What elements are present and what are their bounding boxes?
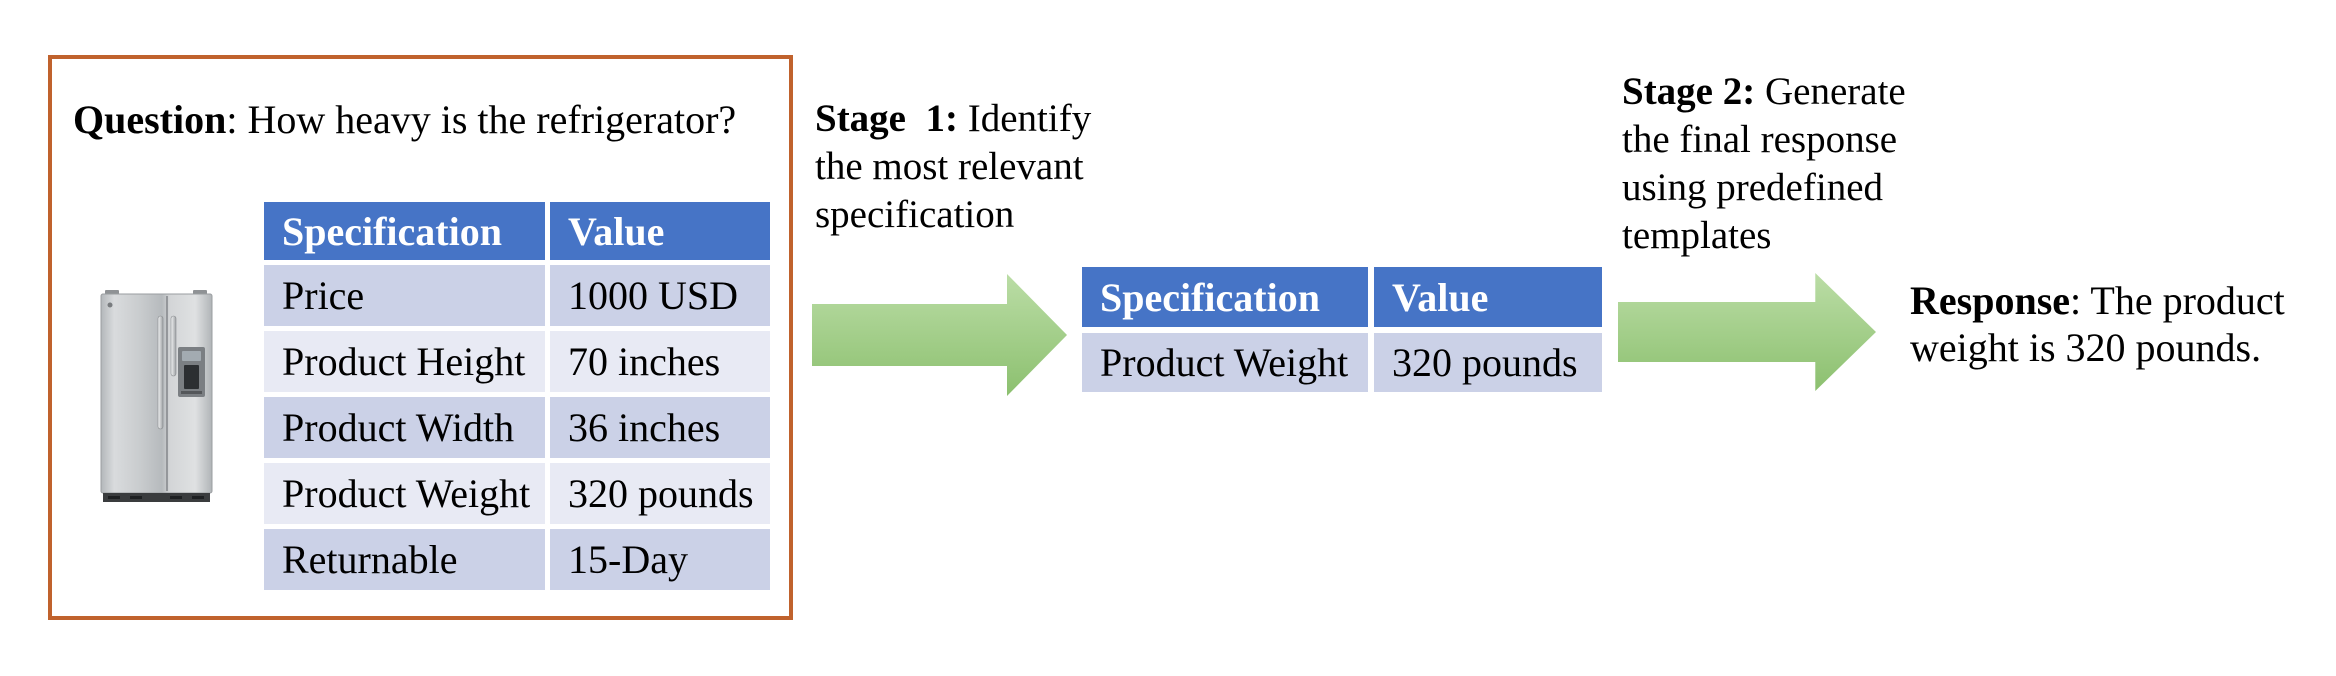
table-header-cell: Value (550, 202, 770, 260)
table-header-cell: Value (1374, 267, 1602, 327)
stage1-line: the most relevant (815, 145, 1084, 188)
response-line: Response: The product (1910, 277, 2285, 324)
table-header-cell: Specification (1082, 267, 1368, 327)
table-data-cell: 1000 USD (550, 265, 770, 326)
question-body: : How heavy is the refrigerator? (226, 97, 737, 142)
stage1-caption: Stage 1: Identify the most relevant spec… (815, 95, 1091, 239)
table-data-cell: 320 pounds (1374, 333, 1602, 392)
stage2-line: the final response (1622, 118, 1898, 161)
stage2-caption: Stage 2: Generate the final response usi… (1622, 68, 1906, 260)
stage2-label: Stage 2: (1622, 70, 1756, 113)
table-data-cell: 70 inches (550, 331, 770, 392)
table-data-cell: Price (264, 265, 545, 326)
stage2-rest: Generate (1755, 70, 1906, 113)
table-data-cell: Product Height (264, 331, 545, 392)
stage2-line: templates (1622, 214, 1772, 257)
response-line: weight is 320 pounds. (1910, 325, 2262, 370)
table-data-cell: Product Width (264, 397, 545, 458)
response-text: Response: The product weight is 320 poun… (1910, 277, 2285, 371)
stage2-line: Stage 2: Generate (1622, 68, 1906, 116)
table-data-cell: 15-Day (550, 529, 770, 590)
question-label: Question (73, 97, 227, 142)
stage2-line: using predefined (1622, 166, 1884, 209)
question-text: Question: How heavy is the refrigerator? (73, 96, 736, 144)
question-box: Question: How heavy is the refrigerator? (48, 55, 793, 620)
response-label: Response (1910, 278, 2071, 323)
stage1-rest: Identify (957, 97, 1092, 140)
table-data-cell: Returnable (264, 529, 545, 590)
table-data-cell: Product Weight (264, 463, 545, 524)
table-data-cell: 36 inches (550, 397, 770, 458)
response-rest: : The product (2070, 278, 2285, 323)
table-data-cell: 320 pounds (550, 463, 770, 524)
stage1-arrow-icon (812, 274, 1067, 396)
stage1-line: Stage 1: Identify (815, 95, 1091, 143)
stage1-label: Stage 1: (815, 97, 958, 140)
refrigerator-image (100, 290, 213, 502)
stage2-arrow-icon (1618, 272, 1876, 392)
table-header-cell: Specification (264, 202, 545, 260)
table-data-cell: Product Weight (1082, 333, 1368, 392)
stage1-line: specification (815, 193, 1015, 236)
